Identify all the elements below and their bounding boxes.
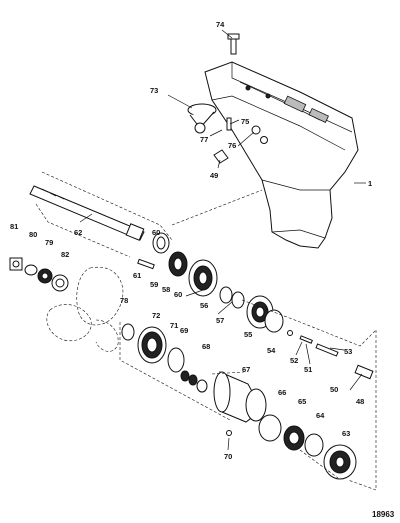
callout-61: 61 — [133, 271, 141, 280]
callout-60-lower: 60 — [174, 290, 182, 299]
callout-79: 79 — [45, 238, 53, 247]
shift-parts-upper — [187, 33, 268, 164]
callout-69: 69 — [180, 326, 188, 335]
part-49 — [213, 149, 229, 164]
callout-labels: 74 73 75 77 76 49 1 62 81 80 79 82 60 61… — [10, 20, 395, 519]
callout-56: 56 — [200, 301, 208, 310]
callout-54: 54 — [267, 346, 276, 355]
bearing-57a — [219, 286, 233, 304]
washer-78 — [121, 323, 135, 341]
pin-51 — [299, 335, 313, 344]
callout-67: 67 — [242, 365, 250, 374]
callout-72: 72 — [152, 311, 160, 320]
callout-68: 68 — [202, 342, 210, 351]
oring-66 — [258, 414, 282, 442]
forward-gear-group — [137, 232, 284, 333]
screw-75 — [226, 117, 232, 131]
assembly-guides — [35, 171, 377, 491]
callout-70: 70 — [224, 452, 232, 461]
callout-49: 49 — [210, 171, 218, 180]
bearing-69a — [180, 370, 190, 382]
callout-75: 75 — [241, 117, 249, 126]
leader-lines — [79, 29, 366, 451]
callout-73: 73 — [150, 86, 158, 95]
callout-53: 53 — [344, 347, 352, 356]
callout-57: 57 — [216, 316, 224, 325]
washer-80 — [24, 264, 38, 276]
callout-59: 59 — [150, 280, 158, 289]
callout-82: 82 — [61, 250, 69, 259]
figure-number: 18963 — [372, 510, 395, 519]
callout-71: 71 — [170, 321, 178, 330]
callout-62: 62 — [74, 228, 82, 237]
callout-78: 78 — [120, 296, 128, 305]
pin-70 — [226, 430, 232, 436]
oring-54 — [264, 309, 284, 333]
callout-60-upper: 60 — [152, 228, 160, 237]
bearing-69b — [188, 374, 198, 386]
callout-55: 55 — [244, 330, 252, 339]
callout-58: 58 — [162, 285, 170, 294]
race-68 — [196, 379, 208, 393]
callout-52: 52 — [290, 356, 298, 365]
callout-74: 74 — [216, 20, 225, 29]
callout-1: 1 — [368, 179, 372, 188]
nut-washer-parts — [9, 257, 69, 292]
callout-51: 51 — [304, 365, 312, 374]
bolt-74 — [230, 37, 237, 55]
callout-81: 81 — [10, 222, 18, 231]
propeller-shaft — [29, 185, 145, 241]
callout-48: 48 — [356, 397, 364, 406]
callout-77: 77 — [200, 135, 208, 144]
callout-65: 65 — [298, 397, 306, 406]
callout-80: 80 — [29, 230, 37, 239]
callout-66: 66 — [278, 388, 286, 397]
pin-61 — [137, 258, 155, 270]
reverse-gear-group — [121, 323, 357, 480]
shift-rod-parts — [287, 330, 374, 380]
ball-52 — [287, 330, 293, 336]
propeller-outline — [46, 266, 124, 352]
callout-63: 63 — [342, 429, 350, 438]
washer-64 — [304, 433, 324, 457]
rod-50 — [315, 343, 339, 357]
cam-48 — [354, 364, 374, 380]
callout-50: 50 — [330, 385, 338, 394]
gear-housing — [204, 61, 359, 249]
washer-71 — [167, 347, 185, 373]
callout-76: 76 — [228, 141, 236, 150]
callout-64: 64 — [316, 411, 325, 420]
bearing-57b — [231, 291, 245, 309]
